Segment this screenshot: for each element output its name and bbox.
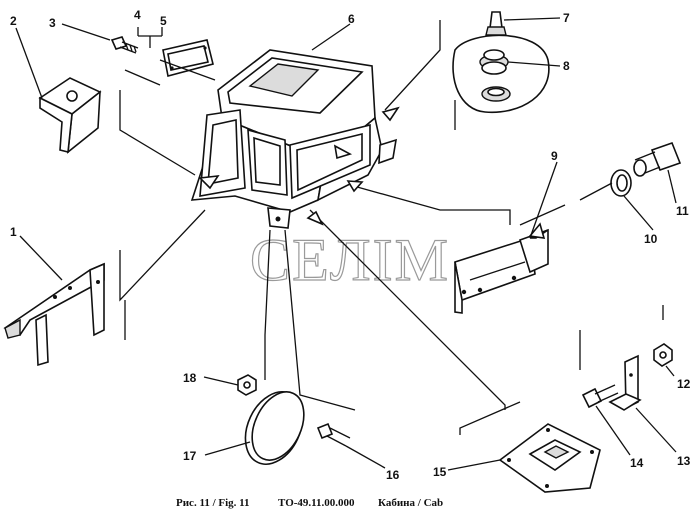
part-3-bolt	[110, 36, 139, 54]
callout-5: 5	[160, 14, 167, 28]
part-10-washer	[610, 169, 632, 197]
callout-18: 18	[183, 371, 197, 385]
callout-8: 8	[563, 59, 570, 73]
leader-lines	[15, 17, 677, 471]
callout-2: 2	[10, 14, 17, 28]
callout-13: 13	[677, 454, 691, 468]
part-11-bolt	[633, 141, 682, 177]
figure-caption: Рис. 11 / Fig. 11 ТО-49.11.00.000 Кабина…	[176, 497, 443, 509]
callout-3: 3	[49, 16, 56, 30]
callout-9: 9	[551, 149, 558, 163]
part-13-angle-bracket	[608, 354, 642, 411]
part-4-5-plate	[162, 39, 214, 77]
callout-6: 6	[348, 12, 355, 26]
callout-12: 12	[677, 377, 691, 391]
caption-title: Кабина / Cab	[378, 497, 443, 509]
caption-code: ТО-49.11.00.000	[278, 497, 355, 509]
callout-1: 1	[10, 225, 17, 239]
callout-numbers: 2 3 4 5 6 7 8 9 10 11 1 12 13 14 15 16 1…	[10, 8, 691, 482]
part-2-bracket	[38, 77, 102, 154]
callout-17: 17	[183, 449, 197, 463]
callout-16: 16	[386, 468, 400, 482]
part-15-base-plate	[498, 423, 601, 493]
part-18-nut	[237, 374, 257, 396]
callout-10: 10	[644, 232, 658, 246]
part-1-bracket	[3, 262, 105, 367]
part-14-bolt	[581, 384, 619, 409]
caption-fig: Рис. 11 / Fig. 11	[176, 497, 250, 509]
part-12-nut	[653, 343, 673, 367]
callout-7: 7	[563, 11, 570, 25]
guide-lines	[119, 20, 664, 435]
callout-4: 4	[134, 8, 141, 22]
part-17-disc	[244, 391, 305, 465]
arrow-heads	[198, 106, 546, 239]
part-16-bolt	[316, 422, 351, 447]
part-9-hinge-bracket	[454, 228, 549, 314]
callout-15: 15	[433, 465, 447, 479]
part-7-8-fittings	[452, 11, 550, 114]
watermark: СЕЛІМ	[250, 227, 450, 293]
callout-14: 14	[630, 456, 644, 470]
callout-11: 11	[676, 204, 689, 218]
cab-body	[190, 49, 398, 229]
